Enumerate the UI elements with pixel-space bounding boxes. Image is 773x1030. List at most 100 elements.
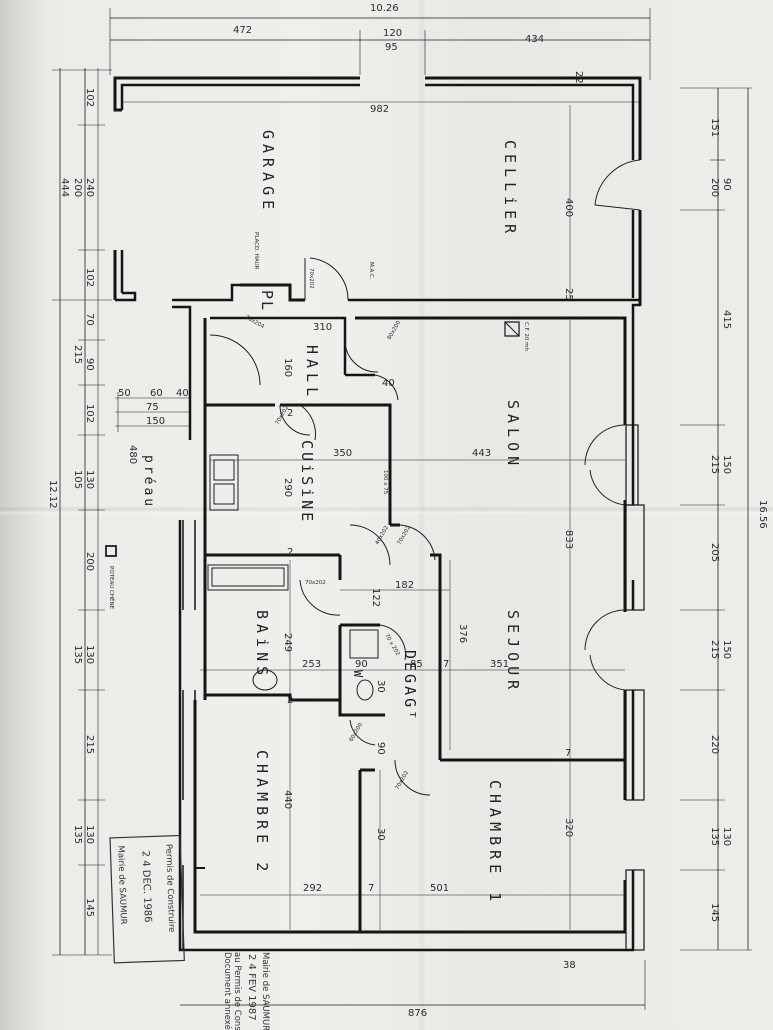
dim-chambre1-7: 7 [565,748,571,759]
dim-wc-30: 30 [375,680,386,693]
dim-right-130: 130 [721,827,732,846]
dim-top-right: 434 [525,34,544,45]
dim-degagement-90: 90 [375,742,386,755]
note-door-b: 70 x 202 [383,633,400,657]
dim-chambre1-320: 320 [563,818,574,837]
stamp1-line3: Mairie de SAUMUR [115,845,128,924]
dim-left-130i: 130 [84,645,95,664]
dim-hall-160: 160 [282,358,293,377]
dim-top-mid-b: 95 [385,42,398,53]
dim-right-215e: 215 [709,640,720,659]
note-door-f: 100 x 75 [382,470,388,495]
dim-right-150e: 150 [721,640,732,659]
dim-bottom-corner: 38 [563,960,576,971]
walls [113,76,645,952]
dim-right-overall: 16.56 [757,500,768,529]
dim-right-151: 151 [709,118,720,137]
dim-kitchen-350: 350 [333,448,352,459]
room-bains-label: BAiNS [253,610,271,680]
dim-left-130g: 130 [84,470,95,489]
dim-chambre1-501: 501 [430,883,449,894]
dim-bains-2b: 2 [287,695,293,706]
room-sejour-label: SEJOUR [504,610,522,694]
dim-right-135: 135 [709,827,720,846]
dim-left-200: 200 [72,178,83,197]
room-pl-label: PL [258,290,276,312]
dim-right-90: 90 [721,178,732,191]
dim-left-135k: 135 [72,825,83,844]
room-chambre1-label: CHAMBRE 1 [486,780,504,906]
stamp1-line1: Permis de Construire [163,844,176,933]
paper-fold-horizontal [0,506,773,516]
dim-top-total: 10.26 [370,3,399,14]
room-wc-label: W [351,670,365,682]
dim-right-220: 220 [709,735,720,754]
stamp2-line1: Document annexé [222,952,233,1030]
dim-top-left: 472 [233,25,252,36]
washbasin [252,669,278,691]
dim-left-215: 215 [72,345,83,364]
dim-right-215c: 215 [709,455,720,474]
dim-bains-2a: 2 [287,547,293,558]
room-garage-label: GARAGE [259,130,277,214]
permit-stamp-2: Document annexé au Permis de Construire … [222,952,270,1030]
dimension-lines [52,8,752,1010]
dim-degagement-85: 85 [410,659,423,670]
dim-degagement-122: 122 [370,588,381,607]
note-placard: PLACD. HAUR [253,232,259,270]
bathtub [207,564,289,591]
note-door-e: 70x202 [305,580,326,586]
dim-sejour-351: 351 [490,659,509,670]
boiler [504,321,520,337]
room-chambre2-label: CHAMBRE 2 [253,750,271,876]
dim-preau-60: 60 [150,388,163,399]
dim-preau-150: 150 [146,416,165,427]
note-mac: M.A.C. [368,262,374,280]
dim-left-145: 145 [84,898,95,917]
room-cuisine-label: CUiSiNE [298,440,316,524]
note-door-80: 80x200 [387,320,403,341]
dim-chambre2-292: 292 [303,883,322,894]
dim-right-200: 200 [709,178,720,197]
dim-degagement-182: 182 [395,580,414,591]
dim-salon-443: 443 [472,448,491,459]
room-salon-label: SALON [504,400,522,470]
room-cellier-label: CELLiER [501,140,519,238]
dim-left-240: 240 [84,178,95,197]
dim-left-444: 444 [59,178,70,197]
note-gf: C.F. 20 mh [523,322,529,351]
dim-right-205: 205 [709,543,720,562]
dim-chambre-7: 7 [368,883,374,894]
stamp2-line3: Mairie de SAUMUR [260,952,270,1030]
dim-hall-310: 310 [313,322,332,333]
fixtures [105,321,520,701]
door-swings [209,159,641,796]
room-hall-label: HALL [303,345,321,401]
dim-left-130k: 130 [84,825,95,844]
stamp2-date: 2 4 FEV 1987 [246,954,257,1021]
dim-left-90: 90 [84,358,95,371]
dim-hall-40: 40 [382,378,395,389]
dim-top-inner: 982 [370,104,389,115]
dim-kitchen-2c: 2 [287,408,293,419]
dim-top-mid-a: 120 [383,28,402,39]
dim-left-215j: 215 [84,735,95,754]
room-degagement-label: DEGAGᵀ [401,650,419,722]
dim-left-70: 70 [84,313,95,326]
dim-left-105g: 105 [72,470,83,489]
dim-degagement-7: 7 [443,659,449,670]
dim-kitchen-290: 290 [282,478,293,497]
dim-bains-249: 249 [282,633,293,652]
dim-chambre2-440: 440 [282,790,293,809]
dim-bains-253: 253 [302,659,321,670]
permit-stamp-1: Permis de Construire 2 4 DEC. 1986 Mairi… [109,834,185,964]
dim-preau-40: 40 [176,388,189,399]
note-poteau: POTEAU CHÊNE [108,566,116,610]
dim-right-415: 415 [721,310,732,329]
dim-left-102f: 102 [84,404,95,423]
dim-sejour-833: 833 [563,530,574,549]
dim-preau-480: 480 [127,445,138,464]
note-door-60: 70x202 [308,268,314,289]
